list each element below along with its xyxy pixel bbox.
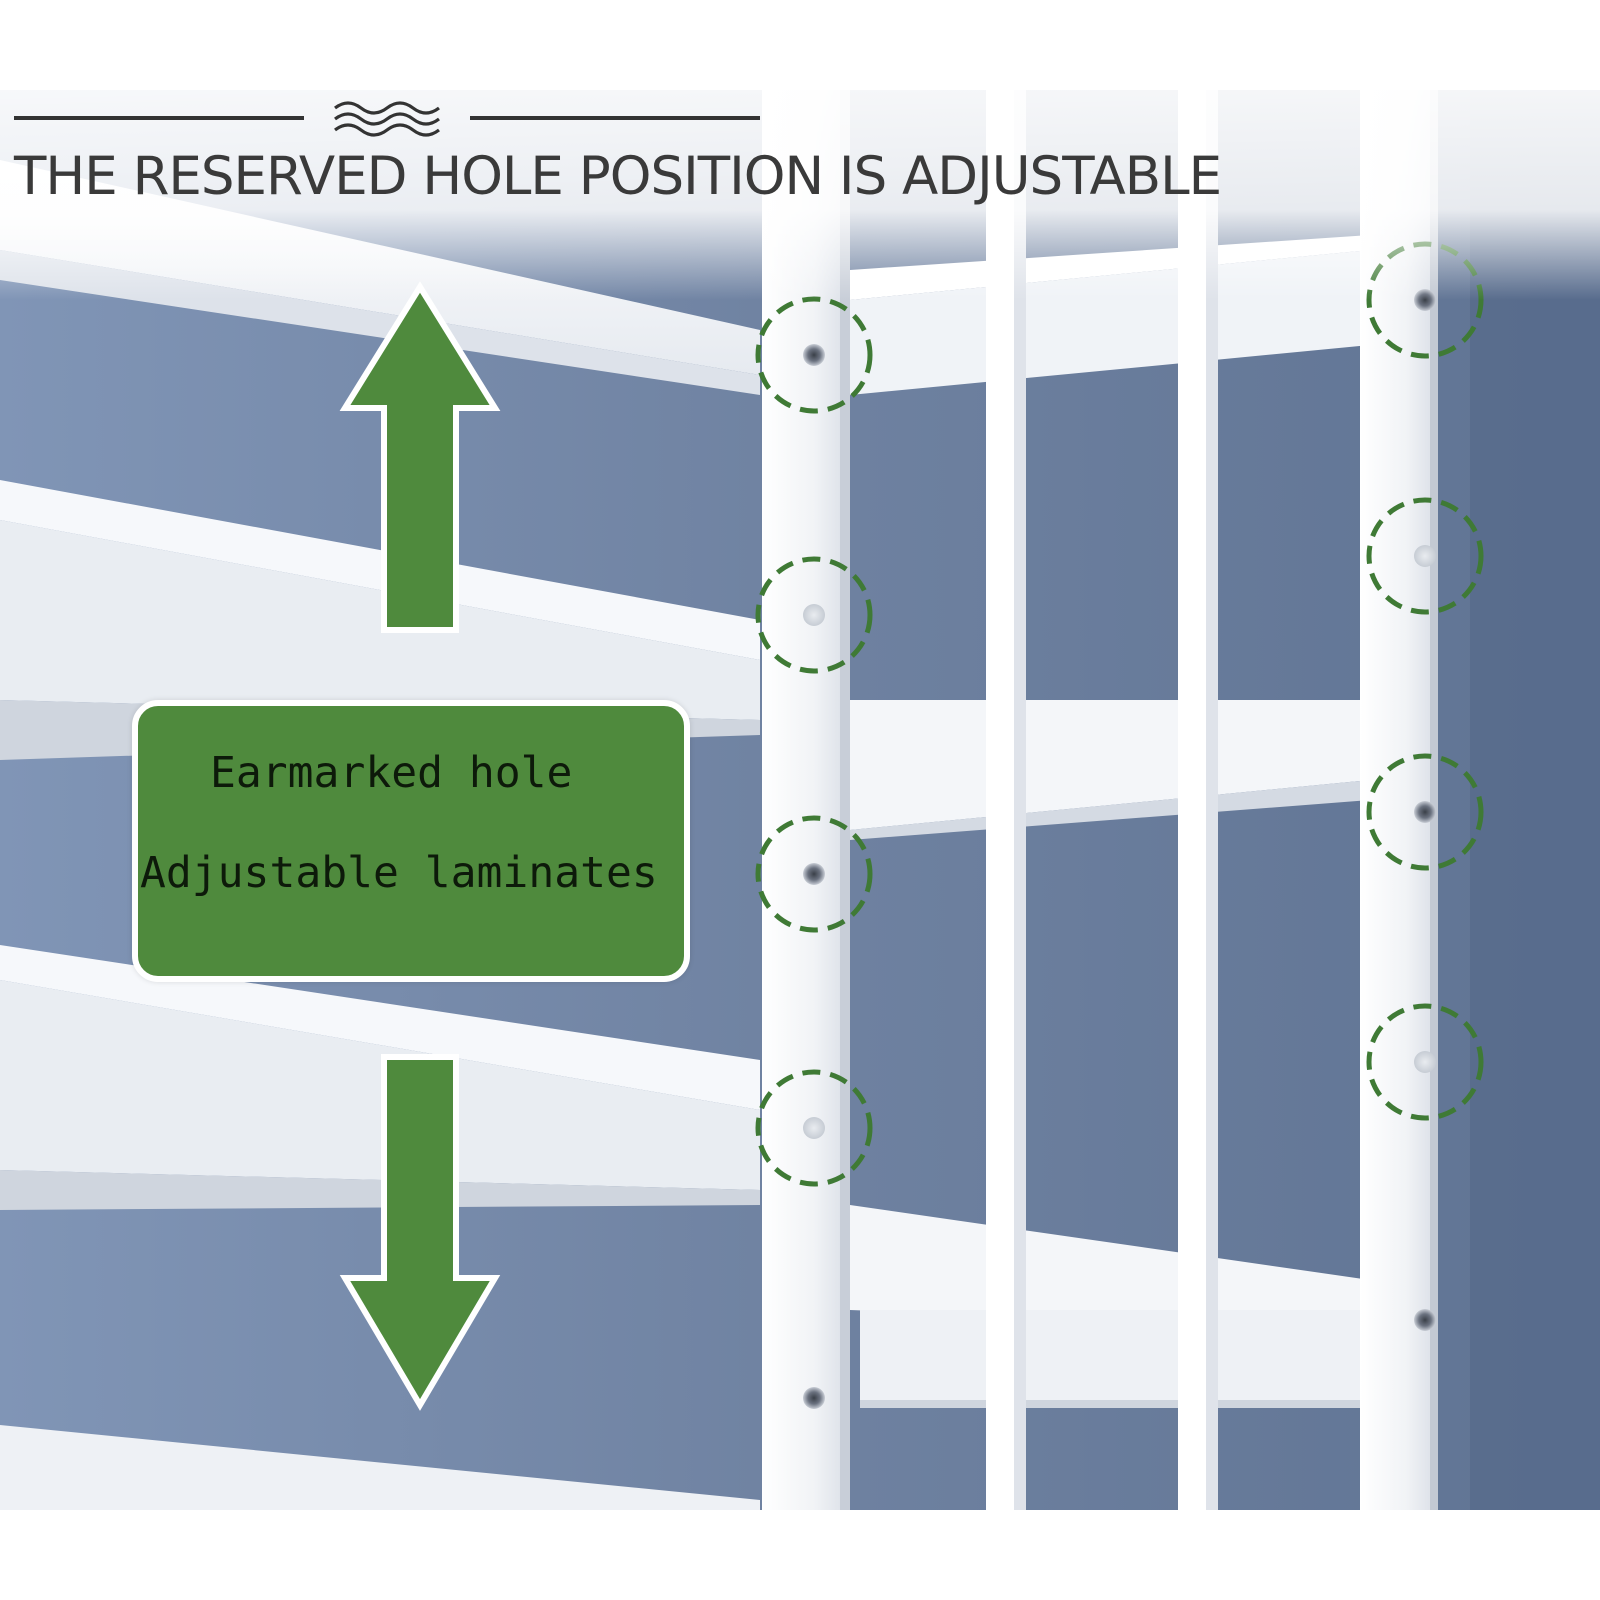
frame-posts	[762, 90, 1438, 1510]
wave-icon	[334, 101, 440, 137]
arrow-up-icon	[339, 281, 501, 633]
bottom-margin	[0, 1510, 1600, 1600]
headline: THE RESERVED HOLE POSITION IS ADJUSTABLE	[14, 146, 1222, 207]
header-rule	[14, 116, 760, 120]
wall-right-shadow	[1470, 90, 1600, 1510]
arrow-down-icon	[339, 1054, 501, 1411]
callout-box: Earmarked hole Adjustable laminates	[132, 700, 690, 982]
callout-line-adjustable: Adjustable laminates	[140, 848, 658, 898]
header-haze	[0, 0, 1600, 300]
post-holes	[803, 289, 1436, 1409]
dashed-circle-icon	[755, 241, 1484, 1187]
callout-line-earmarked: Earmarked hole	[210, 748, 573, 798]
